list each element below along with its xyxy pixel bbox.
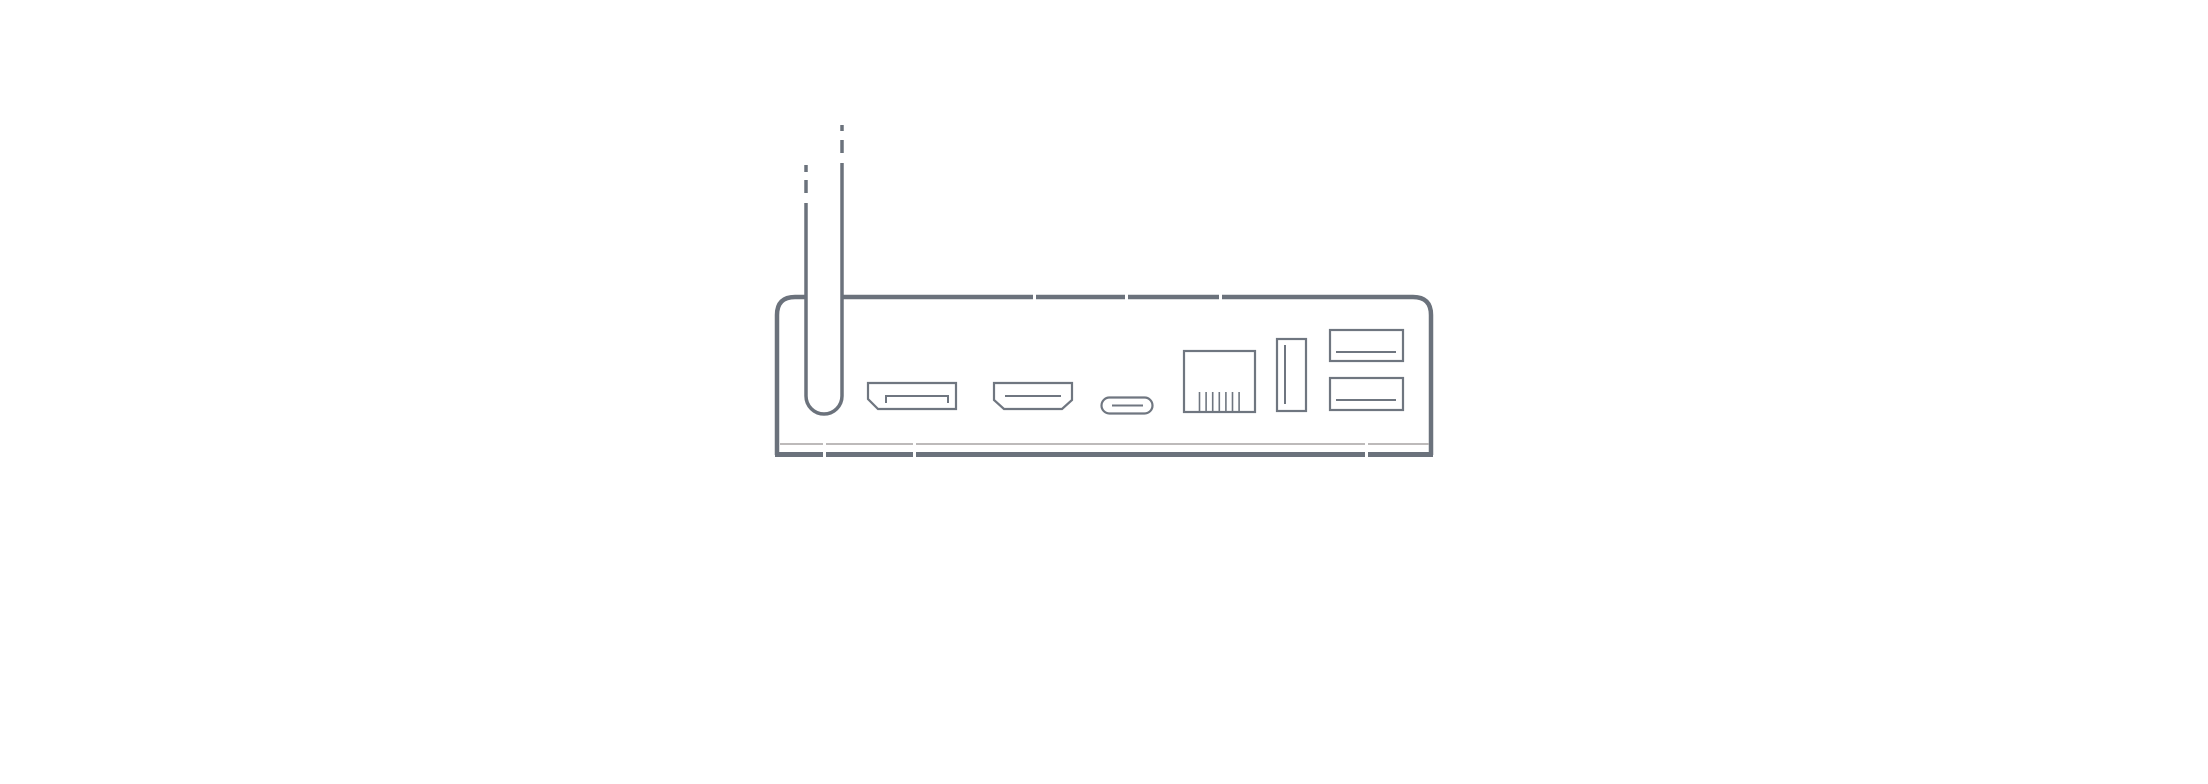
usb-a-top-outline [1328,328,1405,363]
ethernet-pins [1198,392,1240,411]
hdmi-outline [992,381,1074,411]
usb-a-bottom-outline [1328,376,1405,412]
usb-a-icon [1328,376,1405,412]
device-chassis [774,294,1434,457]
antenna-icon [804,125,844,416]
displayport-icon [866,381,958,411]
antenna-body [804,163,844,416]
usb-c-outline [1100,396,1154,415]
chassis-top-right-edge [1222,294,1434,455]
displayport-contact [885,395,949,403]
hdmi-icon [992,381,1074,411]
displayport-outline [866,381,958,411]
usb-c-icon [1100,396,1154,415]
usb-a-vertical-icon [1275,337,1308,413]
ethernet-rj45-icon [1182,349,1257,414]
ethernet-outline [1182,349,1257,414]
usb-a-vertical-outline [1275,337,1308,413]
usb-a-icon [1328,328,1405,363]
chassis-left-edge [774,294,805,455]
